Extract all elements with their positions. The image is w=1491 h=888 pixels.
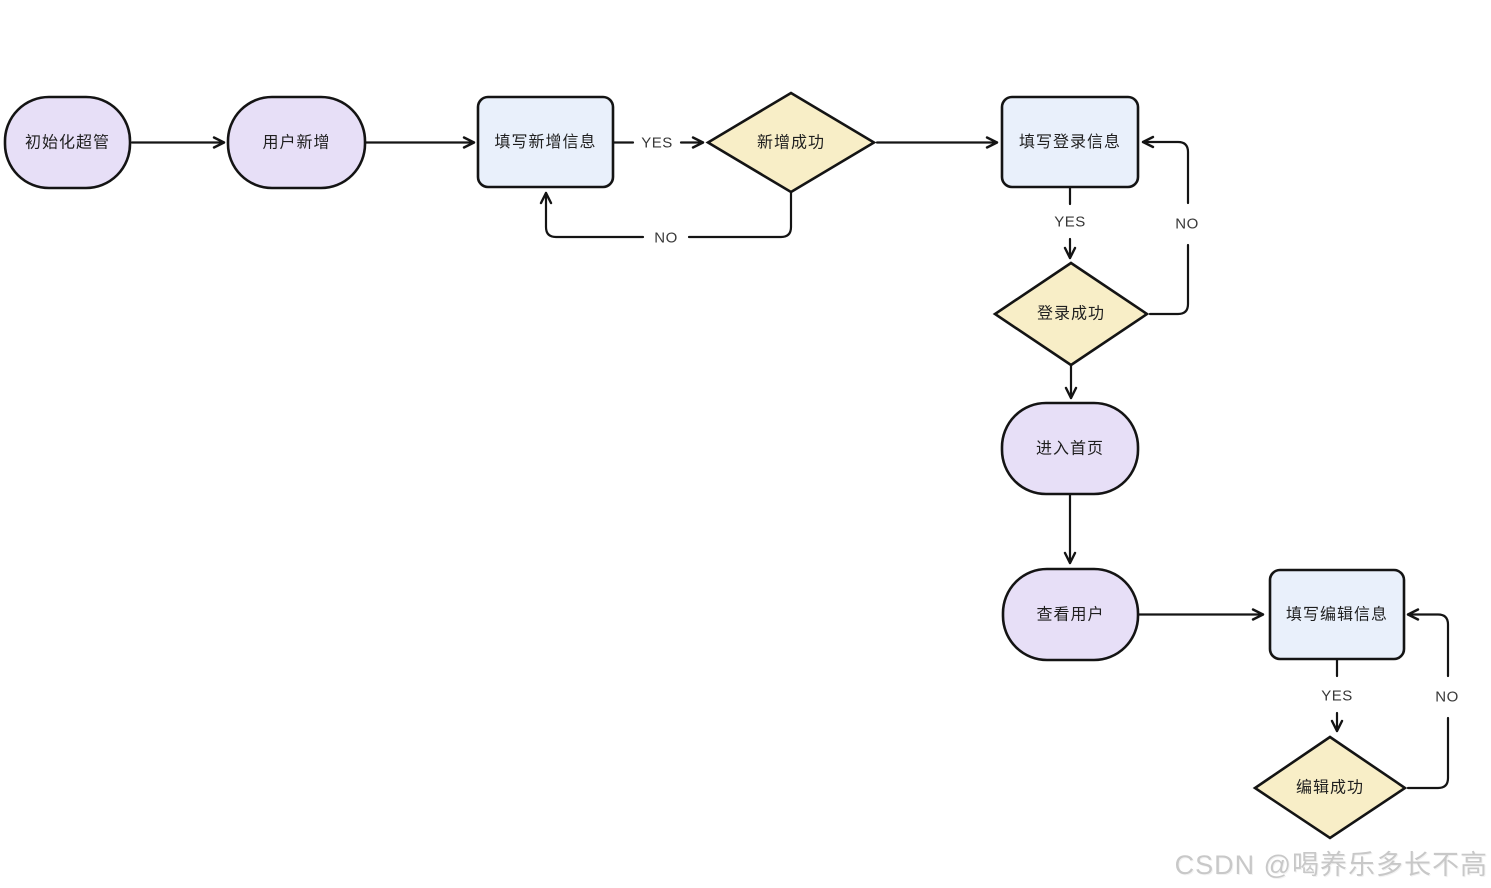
edge-edit-no-loop-top (1406, 608, 1450, 678)
node-init-admin-shape (3, 95, 132, 190)
edge-label-add-no: NO (654, 230, 678, 247)
node-fill-add-info-shape (476, 95, 615, 189)
node-fill-login-info: 填写登录信息 (1000, 95, 1140, 189)
csdn-watermark: CSDN @喝养乐多长不高 (1174, 850, 1488, 880)
node-fill-edit-info-shape (1268, 568, 1406, 661)
node-fill-edit-info: 填写编辑信息 (1268, 568, 1406, 661)
node-fill-login-info-shape (1000, 95, 1140, 189)
node-user-add-shape (226, 95, 367, 190)
node-view-users-label: 查看用户 (1036, 606, 1104, 624)
edge-label-login-yes: YES (1054, 214, 1086, 231)
node-edit-success: 编辑成功 (1252, 735, 1408, 840)
node-edit-success-shape (1252, 735, 1408, 840)
node-enter-home-label: 进入首页 (1036, 440, 1104, 458)
node-login-success-label: 登录成功 (1037, 305, 1105, 323)
node-login-success-shape (992, 261, 1150, 367)
node-add-success-label: 新增成功 (757, 134, 825, 152)
edge-login-no-loop-top (1141, 135, 1190, 205)
edge-login-no-loop-bottom (1148, 243, 1190, 316)
edge-label-add-yes: YES (641, 135, 673, 152)
node-user-add-label: 用户新增 (262, 134, 330, 152)
edge-add-no-loop-left (539, 191, 645, 239)
edge-label-edit-yes: YES (1321, 688, 1353, 705)
node-view-users-shape (1001, 567, 1140, 662)
node-edit-success-label: 编辑成功 (1296, 779, 1364, 797)
node-fill-add-info: 填写新增信息 (476, 95, 615, 189)
node-user-add: 用户新增 (226, 95, 367, 190)
node-fill-login-info-label: 填写登录信息 (1019, 133, 1121, 151)
edge-labels: YES NO YES NO YES NO (641, 135, 1459, 706)
edge-edit-no-loop-bottom (1406, 716, 1450, 790)
edge-label-edit-no: NO (1435, 689, 1459, 706)
edges (130, 135, 1450, 790)
node-enter-home-shape (1000, 401, 1140, 496)
edge-add-no-loop-right (687, 190, 793, 239)
node-enter-home: 进入首页 (1000, 401, 1140, 496)
node-add-success-shape (705, 91, 877, 194)
node-init-admin-label: 初始化超管 (25, 134, 110, 152)
node-fill-add-info-label: 填写新增信息 (494, 133, 596, 151)
node-login-success: 登录成功 (992, 261, 1150, 367)
node-fill-edit-info-label: 填写编辑信息 (1286, 606, 1388, 624)
node-init-admin: 初始化超管 (3, 95, 132, 190)
edge-label-login-no: NO (1175, 216, 1199, 233)
node-view-users: 查看用户 (1001, 567, 1140, 662)
node-add-success: 新增成功 (705, 91, 877, 194)
